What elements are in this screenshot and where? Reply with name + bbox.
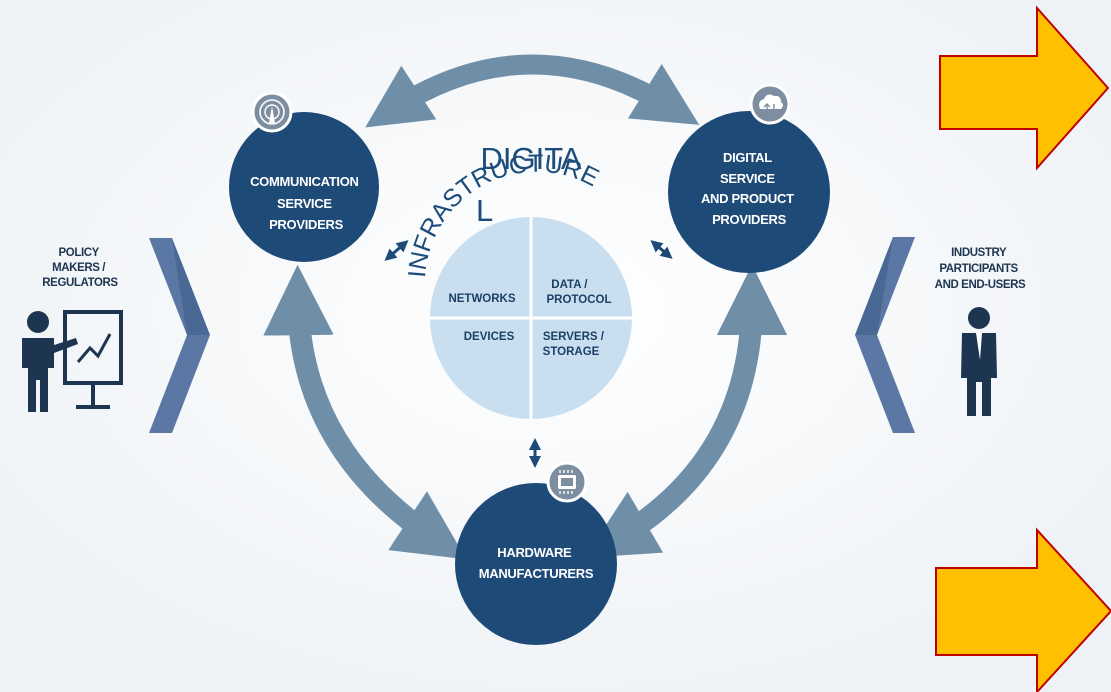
- node-hardware-label: HARDWARE MANUFACTURERS: [479, 545, 594, 581]
- quadrant-devices: DEVICES: [464, 331, 515, 343]
- quadrant-networks: NETWORKS: [448, 293, 515, 305]
- quadrant-servers-storage: SERVERS / STORAGE: [543, 331, 608, 358]
- yellow-arrow-top: [939, 5, 1110, 171]
- small-arrow-left: [384, 240, 409, 261]
- node-hardware-manufacturers: HARDWARE MANUFACTURERS: [455, 461, 617, 645]
- left-chevron: [149, 238, 210, 433]
- node-digital-service-product-providers: DIGITAL SERVICE AND PRODUCT PROVIDERS: [668, 83, 830, 273]
- antenna-icon: [251, 91, 293, 133]
- infrastructure-pie: NETWORKS DATA / PROTOCOL DEVICES SERVERS…: [430, 217, 632, 419]
- quadrant-data-protocol: DATA / PROTOCOL: [547, 279, 612, 306]
- chip-icon: [546, 461, 588, 503]
- presenter-icon: [22, 310, 123, 412]
- top-arc-arrow: [365, 54, 700, 128]
- small-link-arrows: [384, 240, 673, 468]
- industry-participants-label: INDUSTRY PARTICIPANTS AND END-USERS: [935, 247, 1026, 291]
- center-title: DIGITA: [480, 141, 581, 176]
- cloud-icon: [749, 83, 791, 125]
- small-arrow-right: [650, 240, 673, 259]
- center-title-fragment: L: [476, 193, 493, 228]
- businessman-icon: [961, 307, 997, 416]
- left-arc-arrow: [263, 264, 467, 560]
- node-communication-service-providers: COMMUNICATION SERVICE PROVIDERS: [229, 91, 379, 262]
- right-chevron: [855, 237, 915, 433]
- right-arc-arrow: [584, 264, 788, 558]
- node-communication-label: COMMUNICATION SERVICE PROVIDERS: [250, 174, 362, 232]
- policy-makers-label: POLICY MAKERS / REGULATORS: [42, 247, 118, 289]
- node-digital-service-label: DIGITAL SERVICE AND PRODUCT PROVIDERS: [701, 150, 797, 227]
- connector-arrows: [263, 54, 788, 560]
- yellow-arrow-bottom: [935, 527, 1111, 692]
